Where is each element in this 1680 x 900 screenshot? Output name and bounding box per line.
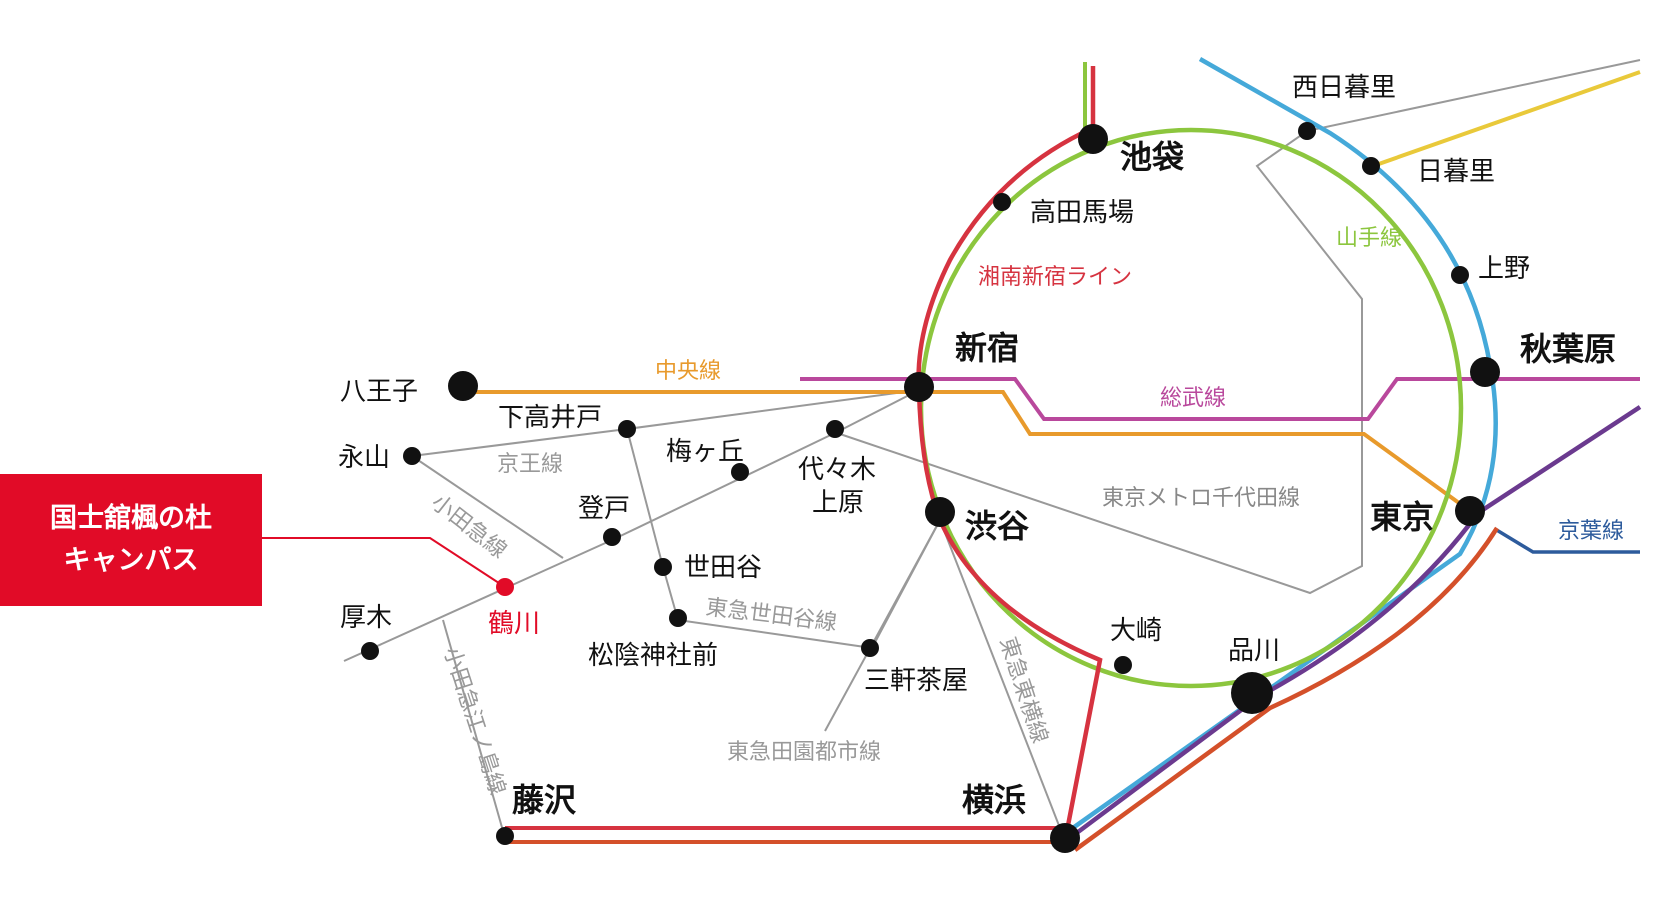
campus-connector bbox=[262, 537, 506, 588]
label-sangenjaya: 三軒茶屋 bbox=[864, 666, 968, 696]
label-tsurukawa: 鶴川 bbox=[488, 609, 540, 639]
label-uehara: 上原 bbox=[812, 488, 864, 518]
label-atsugi: 厚木 bbox=[340, 603, 392, 633]
label-nippori: 日暮里 bbox=[1417, 157, 1495, 187]
station-dot-shinjuku bbox=[904, 372, 934, 402]
label-fujisawa: 藤沢 bbox=[512, 781, 577, 819]
station-dot-yoyogiuehara bbox=[826, 420, 844, 438]
purple-line-path bbox=[1068, 405, 1642, 840]
chiyoda-line-path bbox=[836, 59, 1641, 595]
label-yoyogi: 代々木 bbox=[798, 455, 876, 485]
campus-label-box: 国士舘楓の杜 キャンパス bbox=[0, 474, 262, 606]
station-dot-hachioji bbox=[448, 371, 478, 401]
label-yokohama: 横浜 bbox=[962, 781, 1026, 819]
label-osaki: 大崎 bbox=[1110, 616, 1162, 646]
label-ueno: 上野 bbox=[1478, 254, 1530, 284]
station-dot-ueno bbox=[1451, 266, 1469, 284]
label-line-keio: 京王線 bbox=[497, 452, 563, 477]
station-labels: 池袋 高田馬場 西日暮里 日暮里 上野 秋葉原 東京 品川 大崎 渋谷 新宿 八… bbox=[338, 73, 1616, 819]
label-line-toyoko: 東急東横線 bbox=[994, 634, 1052, 746]
station-dot-atsugi bbox=[361, 642, 379, 660]
station-dot-tsurukawa bbox=[496, 578, 514, 596]
label-ikebukuro: 池袋 bbox=[1120, 138, 1184, 176]
label-tokyo: 東京 bbox=[1370, 498, 1434, 536]
label-shoinjinjamae: 松陰神社前 bbox=[588, 641, 718, 671]
label-shibuya: 渋谷 bbox=[965, 507, 1029, 545]
toyoko-line-path bbox=[939, 519, 1066, 842]
label-shinjuku: 新宿 bbox=[955, 329, 1019, 367]
station-dot-akihabara bbox=[1470, 357, 1500, 387]
label-line-enoshima: 小田急江ノ島線 bbox=[438, 644, 509, 798]
label-line-chuo: 中央線 bbox=[655, 359, 721, 384]
label-shimotakaido: 下高井戸 bbox=[498, 403, 602, 433]
station-dot-yokohama bbox=[1050, 823, 1080, 853]
label-hachioji: 八王子 bbox=[340, 377, 418, 407]
label-nishinippori: 西日暮里 bbox=[1292, 73, 1396, 103]
keio-sagamihara-path bbox=[411, 455, 564, 559]
label-shinagawa: 品川 bbox=[1228, 636, 1280, 666]
enoshima-line-path bbox=[442, 619, 506, 839]
denentoshi-line-path bbox=[824, 519, 941, 732]
shonan-shinjuku-arc bbox=[916, 66, 1103, 842]
station-dot-sangenjaya bbox=[861, 639, 879, 657]
station-dot-umegaoka bbox=[731, 463, 749, 481]
station-dot-fujisawa bbox=[496, 827, 514, 845]
sobu-line-path bbox=[800, 377, 1640, 421]
station-dot-shoinjinjamae bbox=[669, 609, 687, 627]
station-dot-nippori bbox=[1362, 157, 1380, 175]
keiyo-line-path bbox=[1494, 527, 1640, 554]
keihin-line-path bbox=[1068, 57, 1498, 832]
label-line-shonan: 湘南新宿ライン bbox=[978, 265, 1132, 290]
orange-red-line-path bbox=[1073, 526, 1499, 852]
station-dot-osaki bbox=[1114, 656, 1132, 674]
campus-label-line2: キャンパス bbox=[63, 545, 199, 576]
station-dot-shinagawa bbox=[1231, 672, 1273, 714]
label-umegaoka: 梅ヶ丘 bbox=[666, 437, 744, 467]
label-line-denentoshi: 東急田園都市線 bbox=[727, 740, 881, 765]
label-line-sobu: 総武線 bbox=[1160, 386, 1226, 411]
odakyu-line-path bbox=[343, 389, 920, 662]
label-nagayama: 永山 bbox=[338, 443, 390, 473]
station-dot-shibuya bbox=[925, 497, 955, 527]
label-takadanobaba: 高田馬場 bbox=[1030, 198, 1134, 228]
label-setagaya: 世田谷 bbox=[684, 553, 762, 583]
label-noborito: 登戸 bbox=[578, 494, 630, 524]
station-dot-ikebukuro bbox=[1078, 124, 1108, 154]
label-line-yamanote: 山手線 bbox=[1336, 226, 1402, 251]
campus-label-line1: 国士舘楓の杜 bbox=[50, 503, 212, 534]
station-dot-nishinippori bbox=[1298, 122, 1316, 140]
station-dot-tokyo bbox=[1455, 496, 1485, 526]
label-line-chiyoda: 東京メトロ千代田線 bbox=[1102, 486, 1300, 511]
station-dot-shimotakaido bbox=[618, 420, 636, 438]
station-dot-setagaya bbox=[654, 558, 672, 576]
label-line-keiyo: 京葉線 bbox=[1558, 519, 1624, 544]
label-line-odakyu: 小田急線 bbox=[426, 490, 511, 564]
station-dot-nagayama bbox=[403, 447, 421, 465]
station-dots bbox=[361, 122, 1500, 853]
station-dot-noborito bbox=[603, 528, 621, 546]
joban-line-path bbox=[1372, 70, 1641, 168]
label-line-setagaya: 東急世田谷線 bbox=[704, 595, 838, 636]
station-dot-takadanobaba bbox=[993, 193, 1011, 211]
label-akihabara: 秋葉原 bbox=[1520, 330, 1616, 368]
